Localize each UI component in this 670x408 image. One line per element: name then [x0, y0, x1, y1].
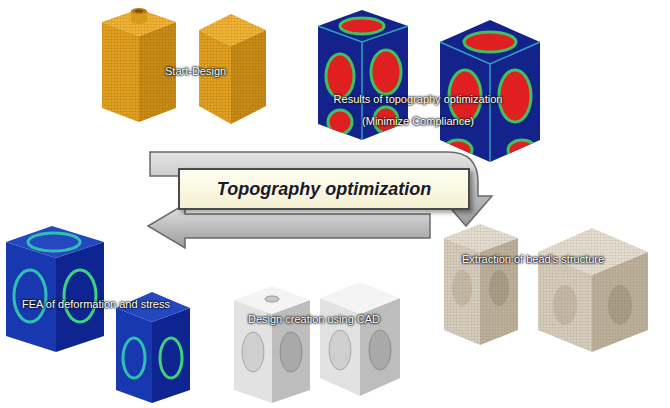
flow-arrows — [148, 152, 492, 248]
process-box: Topography optimization — [178, 168, 470, 210]
result-cubes — [318, 10, 540, 162]
stage-label: FEA of deformation and stress — [22, 293, 170, 315]
bead-cubes — [444, 224, 648, 352]
stage-label: Results of topography optimization (Mini… — [318, 88, 518, 132]
stage-label: Extraction of bead's structure — [462, 248, 604, 270]
box-title: Topography optimization — [217, 179, 431, 200]
stage-label: Design creation using CAD — [248, 308, 380, 330]
start-design-cubes — [102, 8, 266, 124]
fea-cubes — [6, 226, 190, 403]
cad-cubes — [234, 282, 400, 403]
stage-label: Start-Design — [165, 60, 226, 82]
